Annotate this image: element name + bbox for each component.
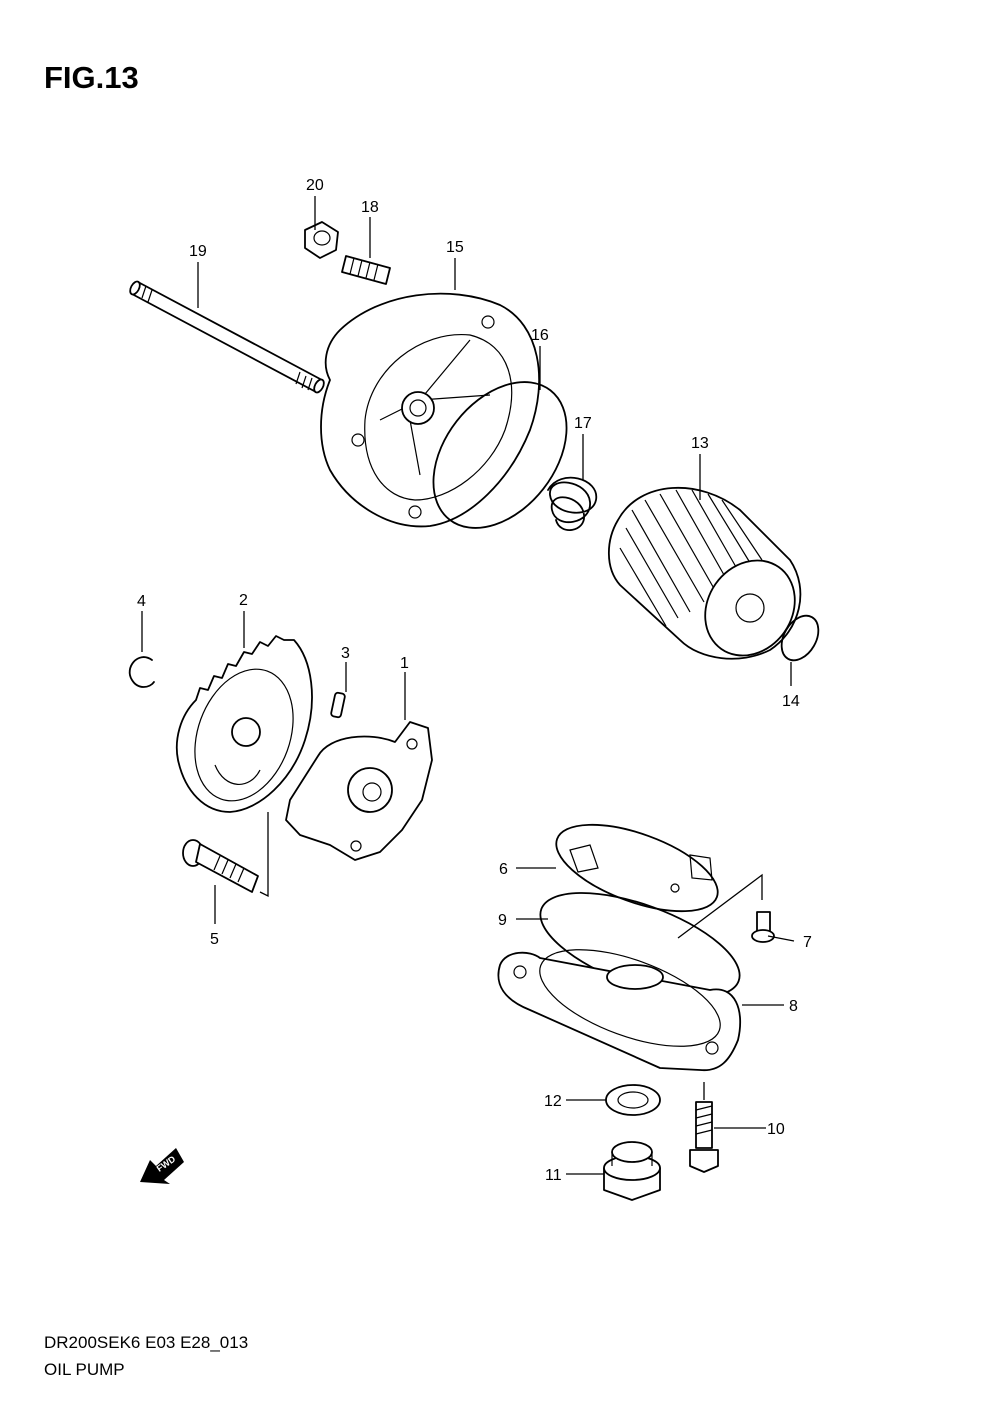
leader-6-to-cover <box>677 873 763 939</box>
callout-2: 2 <box>239 592 248 609</box>
callout-20: 20 <box>306 177 324 194</box>
part-18-short-stud <box>341 255 391 285</box>
part-20-nut <box>304 221 339 259</box>
callout-leaders <box>141 196 795 1175</box>
part-2-gear <box>175 635 313 813</box>
part-15-cover <box>320 292 540 528</box>
part-13-oil-filter <box>608 486 802 660</box>
callout-13: 13 <box>691 435 709 452</box>
callout-6: 6 <box>499 861 508 878</box>
callout-labels: 1 2 3 4 5 6 7 8 9 10 11 12 13 14 15 16 1… <box>137 177 812 1184</box>
callout-15: 15 <box>446 239 464 256</box>
callout-3: 3 <box>341 645 350 662</box>
callout-8: 8 <box>789 998 798 1015</box>
callout-18: 18 <box>361 199 379 216</box>
callout-11: 11 <box>545 1167 562 1184</box>
part-17-spring <box>547 476 597 531</box>
callout-17: 17 <box>574 415 592 432</box>
callout-7: 7 <box>803 934 812 951</box>
diagram-code: DR200SEK6 E03 E28_013 <box>44 1333 249 1352</box>
callout-4: 4 <box>137 593 146 610</box>
callout-10: 10 <box>767 1121 785 1138</box>
part-4-circlip <box>128 656 155 688</box>
part-3-pin <box>330 691 346 719</box>
part-5-bolt <box>182 839 259 893</box>
diagram-name: OIL PUMP <box>44 1360 125 1379</box>
callout-5: 5 <box>210 931 219 948</box>
part-8-sump-cap <box>497 949 742 1072</box>
part-7-bolt <box>751 911 775 943</box>
part-10-bolt <box>689 1101 719 1173</box>
leader-5-to-pump <box>259 812 269 898</box>
part-16-o-ring <box>432 381 568 529</box>
callout-14: 14 <box>782 693 800 710</box>
part-14-o-ring <box>780 614 820 662</box>
figure-title: FIG.13 <box>44 60 139 95</box>
callout-16: 16 <box>531 327 549 344</box>
callout-1: 1 <box>400 655 409 672</box>
callout-12: 12 <box>544 1093 562 1110</box>
callout-9: 9 <box>498 912 507 929</box>
part-6-strainer <box>555 823 719 913</box>
part-12-washer <box>605 1084 661 1116</box>
part-11-drain-plug <box>603 1141 661 1201</box>
washer-hole <box>617 1091 649 1109</box>
part-19-stud-bolt <box>129 280 325 394</box>
callout-19: 19 <box>189 243 207 260</box>
fwd-arrow-icon: FWD <box>140 1148 184 1184</box>
part-1-oil-pump <box>285 721 433 861</box>
